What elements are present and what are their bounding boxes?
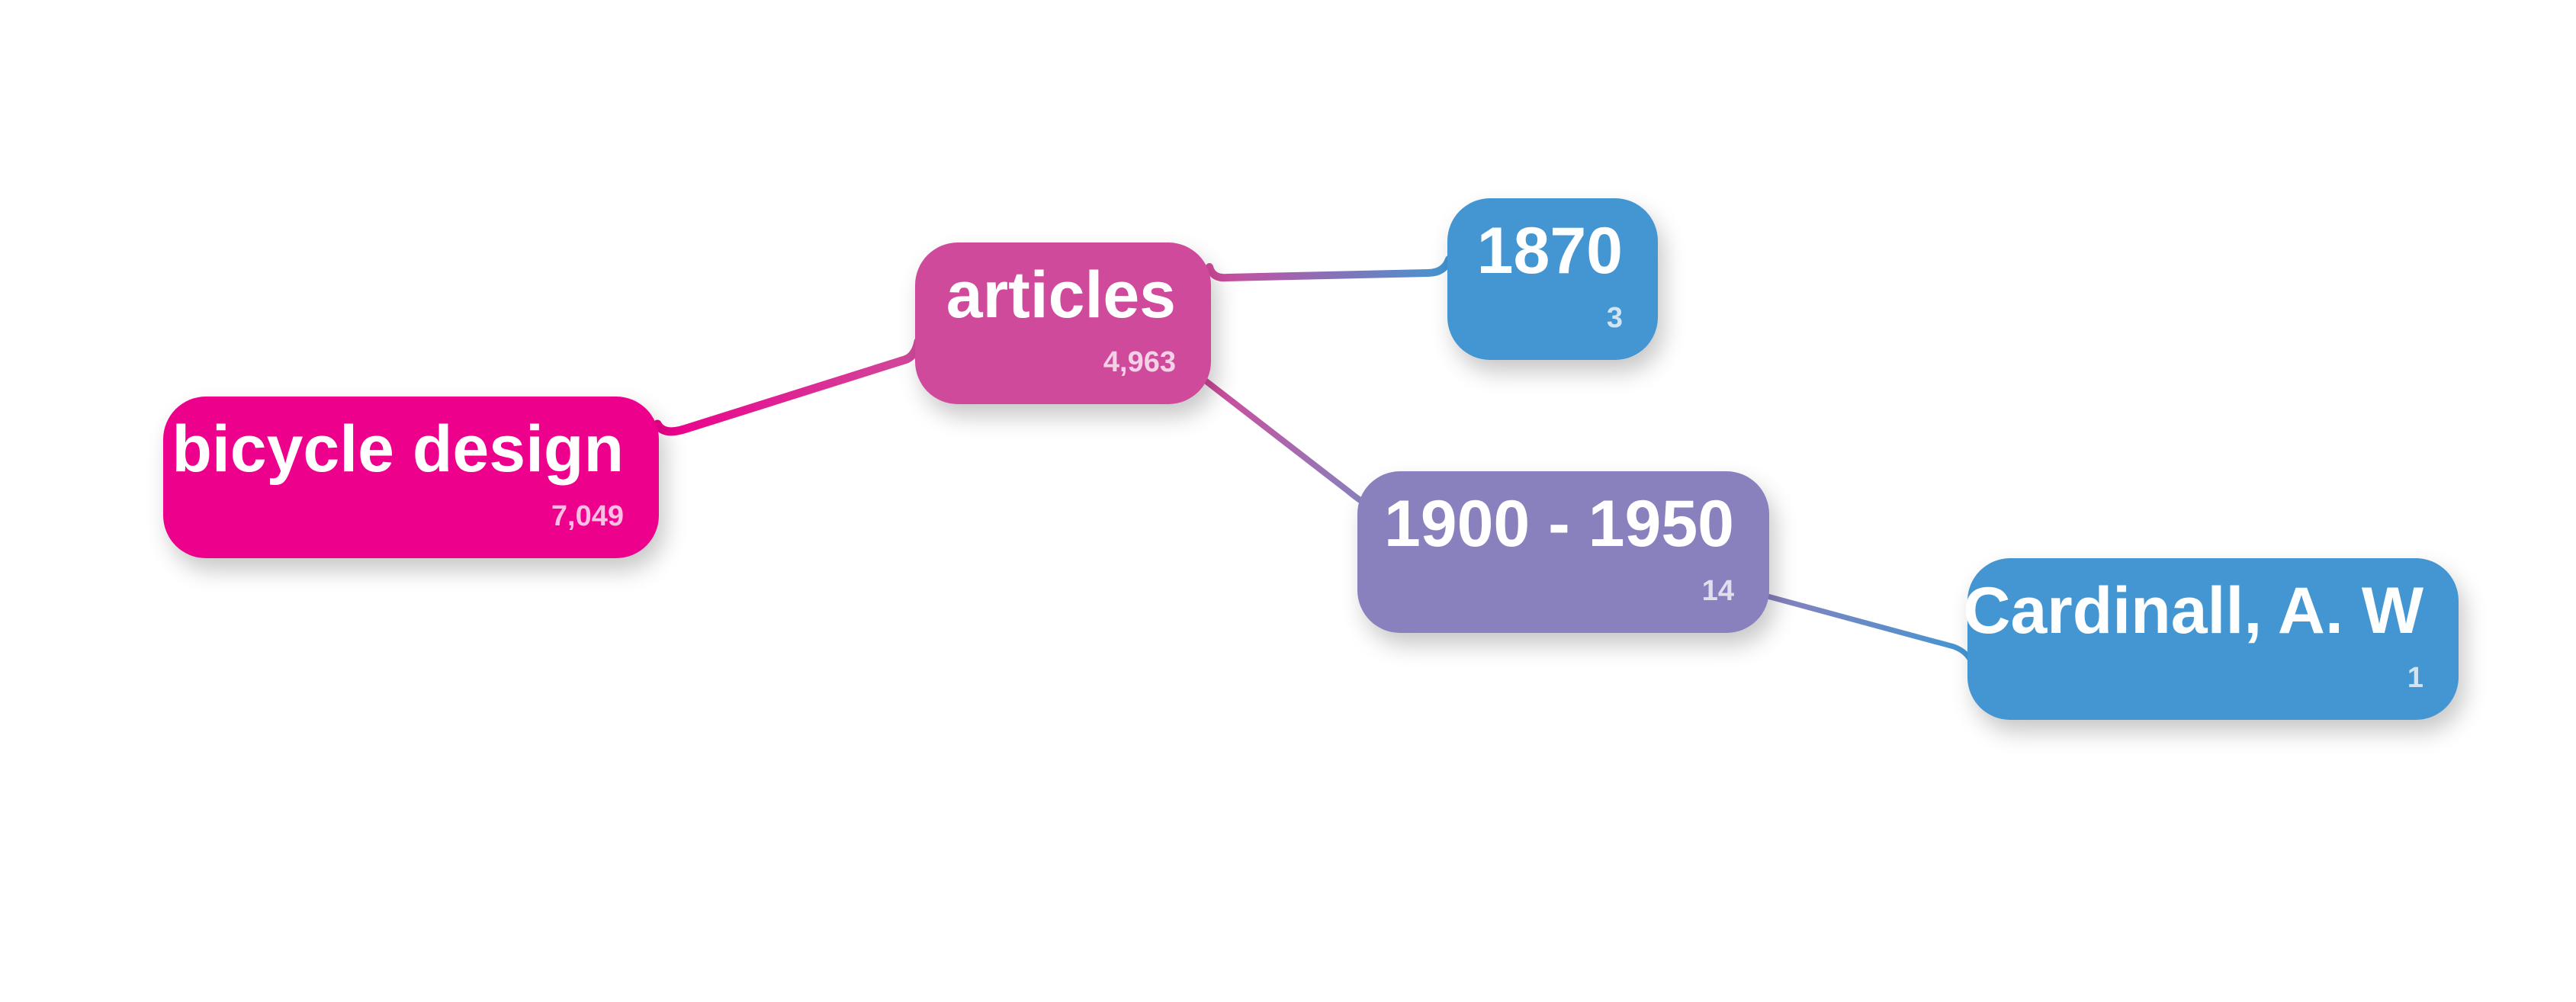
node-label: 1900 - 1950 xyxy=(1383,487,1734,560)
node-cardinall[interactable]: Cardinall, A. W 1 xyxy=(1963,558,2459,720)
link-bicycle-articles xyxy=(653,337,923,436)
node-count: 3 xyxy=(1606,302,1623,334)
link-1900-cardinall xyxy=(1765,593,1974,663)
node-label: articles xyxy=(946,259,1176,332)
node-count: 14 xyxy=(1701,575,1734,607)
node-articles[interactable]: articles 4,963 xyxy=(915,242,1211,404)
node-count: 1 xyxy=(2407,662,2423,694)
node-bicycle-design[interactable]: bicycle design 7,049 xyxy=(163,397,659,558)
link-articles-1900 xyxy=(1197,374,1368,506)
node-count: 7,049 xyxy=(551,500,624,532)
node-1900-1950[interactable]: 1900 - 1950 14 xyxy=(1357,471,1769,633)
link-articles-1870 xyxy=(1206,255,1453,282)
node-label: bicycle design xyxy=(172,413,624,486)
node-label: Cardinall, A. W xyxy=(1963,574,2423,647)
node-1870[interactable]: 1870 3 xyxy=(1447,198,1658,360)
node-label: 1870 xyxy=(1476,214,1623,287)
node-count: 4,963 xyxy=(1103,346,1176,378)
